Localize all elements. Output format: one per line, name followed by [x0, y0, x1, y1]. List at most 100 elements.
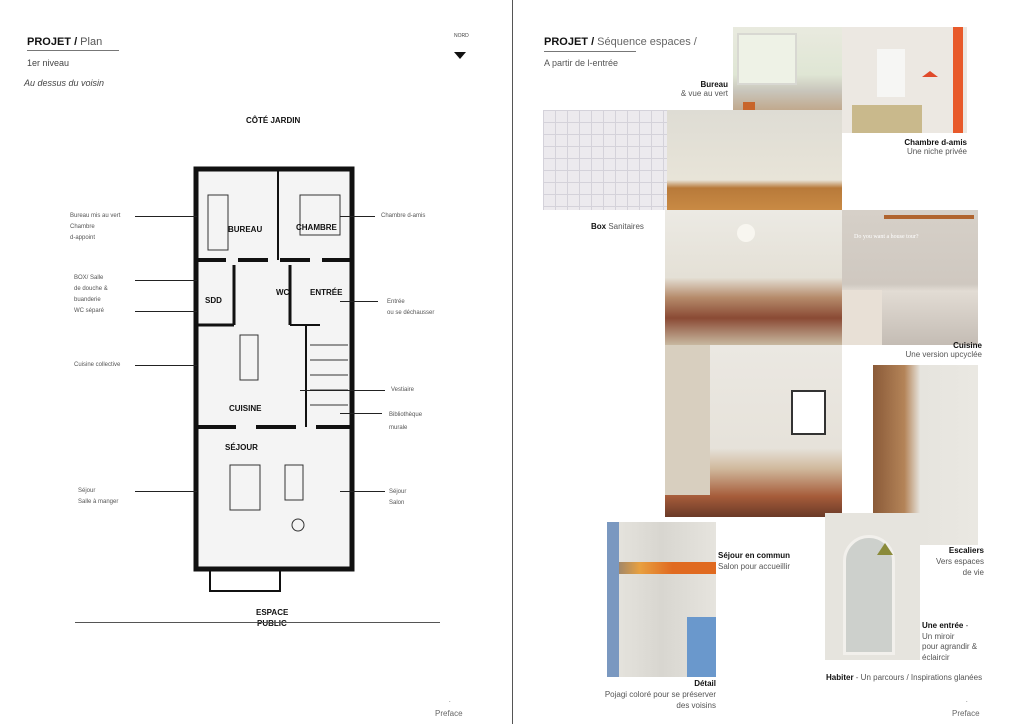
leader-line — [135, 491, 197, 492]
caption-title: Bureau — [700, 80, 728, 89]
title-bold: PROJET / — [544, 36, 595, 48]
photo-curtain — [607, 522, 716, 677]
photo-mirror — [825, 513, 920, 660]
title-underline — [544, 51, 636, 52]
caption-title: Détail — [694, 679, 716, 688]
callout-line: WC séparé — [74, 308, 105, 314]
caption-title: Box — [591, 222, 607, 231]
photo-kitchen: Do you want a house tour? — [842, 210, 978, 345]
caption-title: Séjour en commun — [718, 551, 791, 560]
leader-line — [135, 280, 197, 281]
caption-bureau: Bureau& vue au vert — [640, 80, 728, 98]
north-arrow-icon — [454, 52, 466, 59]
room-sdd: SDD — [205, 296, 222, 305]
callout-line: Salle à manger — [78, 499, 119, 505]
photo-chambre — [842, 27, 967, 133]
room-wc: WC — [276, 288, 290, 297]
leader-line — [135, 311, 197, 312]
north-label: NORD — [454, 33, 469, 39]
callout-line: BOX/ Salle — [74, 275, 104, 281]
callout-line: Séjour — [389, 489, 407, 495]
caption-habiter: Habiter - Un parcours / Inspirations gla… — [826, 673, 982, 682]
callout-line: Bibliothèque — [389, 412, 423, 418]
callout-line: de douche & — [74, 286, 108, 292]
caption-title: Une entrée — [922, 621, 964, 630]
leader-line — [135, 365, 197, 366]
callout-line: Séjour — [78, 488, 96, 494]
caption-text: Salon pour accueillir — [718, 562, 791, 571]
room-bureau: BUREAU — [228, 225, 263, 234]
callout-vestiaire: Vestiaire — [391, 387, 415, 393]
caption-text: de vie — [962, 568, 984, 577]
callout-line: Salon — [389, 500, 405, 506]
footer-preface: Preface — [435, 709, 463, 718]
callout-line: d-appoint — [70, 235, 96, 241]
level-label: 1er niveau — [27, 58, 70, 68]
room-entree: ENTRÉE — [310, 288, 343, 297]
photo-dining — [665, 210, 842, 345]
caption-title: Chambre d-amis — [904, 138, 967, 147]
caption-title: Cuisine — [953, 341, 982, 350]
page-title: PROJET / Plan — [27, 36, 102, 48]
callout-line: buanderie — [74, 297, 101, 303]
street-line — [75, 622, 440, 623]
subtitle: Au dessus du voisin — [24, 78, 105, 88]
callout-line: Chambre — [70, 224, 95, 230]
title-underline — [27, 50, 119, 51]
caption-text: pour agrandir & — [922, 642, 978, 651]
caption-text: Sanitaires — [606, 222, 644, 231]
caption-text: - Un parcours / Inspirations glanées — [853, 673, 983, 682]
page-divider — [512, 0, 513, 724]
caption-text: Un miroir — [922, 631, 955, 641]
room-chambre: CHAMBRE — [296, 223, 337, 232]
public-space-label-2: PUBLIC — [257, 619, 287, 628]
caption-box: Box Sanitaires — [591, 222, 644, 231]
garden-side-label: CÔTÉ JARDIN — [246, 116, 301, 125]
page-title: PROJET / Séquence espaces / — [544, 36, 697, 48]
leader-line — [135, 216, 197, 217]
caption-text: Une niche privée — [906, 147, 967, 156]
leader-line — [300, 390, 385, 391]
caption-text: éclaircir — [922, 652, 950, 662]
caption-title: Habiter — [826, 673, 854, 682]
subtitle: A partir de l-entrée — [544, 58, 619, 68]
title-rest: Séquence espaces / — [594, 36, 697, 48]
callout-line: ou se déchausser — [387, 310, 435, 316]
public-space-label: ESPACE — [256, 608, 289, 617]
photo-living — [665, 345, 842, 517]
callout-line: Entrée — [387, 299, 405, 305]
caption-text: Une version upcyclée — [905, 350, 982, 359]
callout-cuisine: Cuisine collective — [74, 362, 121, 368]
callout-line: Bureau mis au vert — [70, 213, 121, 219]
leader-line — [340, 216, 375, 217]
caption-text: Vers espaces — [935, 557, 984, 566]
leader-line — [340, 413, 382, 414]
caption-text: Pojagi coloré pour se préserver — [604, 690, 716, 699]
photo-tiles — [543, 110, 667, 210]
floor-plan — [193, 166, 355, 592]
room-cuisine: CUISINE — [229, 404, 262, 413]
caption-text: des voisins — [676, 701, 716, 710]
caption-sep: - — [963, 621, 969, 630]
callout-bibliotheque: Bibliothèque murale — [389, 409, 422, 435]
caption-title: Escaliers — [948, 546, 984, 555]
callout-chambre: Chambre d-amis — [381, 213, 426, 219]
leader-line — [340, 301, 378, 302]
leader-line — [340, 491, 385, 492]
photo-closet — [667, 110, 842, 210]
callout-entree: Entrée ou se déchausser — [387, 297, 434, 319]
callout-box: BOX/ Salle de douche & buanderie WC séparé — [74, 273, 108, 317]
caption-text: & vue au vert — [680, 89, 728, 98]
kitchen-sign: Do you want a house tour? — [854, 234, 919, 240]
room-sejour: SÉJOUR — [225, 443, 258, 452]
title-bold: PROJET / — [27, 36, 78, 48]
callout-line: murale — [389, 425, 408, 431]
title-rest: Plan — [77, 36, 103, 48]
